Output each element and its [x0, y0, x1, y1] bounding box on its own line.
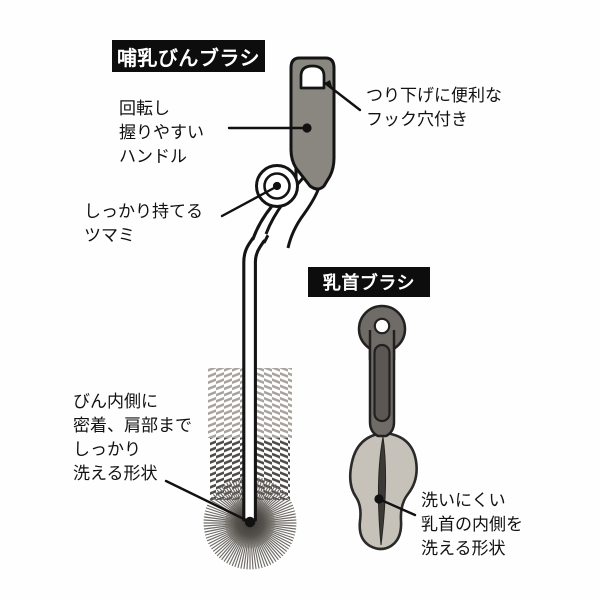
callout-text-nipple: 洗いにくい 乳首の内側を 洗える形状	[421, 491, 523, 559]
leader-bristles	[164, 479, 248, 522]
brush-shaft-outline-right	[253, 239, 266, 522]
brush-shaft-outline-left	[242, 236, 255, 522]
bristle-band-lower-left	[210, 438, 248, 500]
leader-knob	[220, 186, 276, 218]
bristle-band-lower-right	[252, 438, 290, 500]
callout-dot-icon-handle	[302, 123, 312, 133]
callout-text-bristles: びん内側に 密着、肩部まで しっかり 洗える形状	[73, 392, 192, 484]
callout-text-knob: しっかり持てる ツマミ	[84, 202, 203, 246]
leader-hook-arrowhead	[325, 80, 333, 90]
bristle-band-upper-right	[252, 368, 292, 438]
leader-nipple	[379, 498, 417, 517]
callout-text-handle: 回転し 握りやすい ハンドル	[119, 99, 204, 167]
brush-handle	[289, 56, 336, 191]
hook-hole-icon	[299, 64, 326, 90]
nipple-brush-illustration	[348, 304, 418, 551]
callout-dot-icon-bristles	[244, 516, 256, 528]
bottle-brush-illustration	[203, 56, 336, 570]
callout-dots	[244, 123, 384, 528]
brush-shaft	[243, 252, 256, 520]
callout-text-hook: つり下げに便利な フック穴付き	[366, 86, 502, 130]
bristle-band-upper-left	[208, 368, 248, 438]
section-label-nipple-brush: 乳首ブラシ	[308, 267, 430, 297]
nipple-brush-slot	[373, 343, 391, 423]
section-label-bottle-brush: 哺乳びんブラシ	[112, 40, 265, 72]
brush-bristles	[208, 368, 292, 500]
knob-icon	[255, 164, 299, 208]
nipple-hook-hole-icon	[373, 317, 391, 335]
sponge-slit	[377, 436, 387, 546]
callout-dot-icon-nipple	[374, 494, 384, 504]
